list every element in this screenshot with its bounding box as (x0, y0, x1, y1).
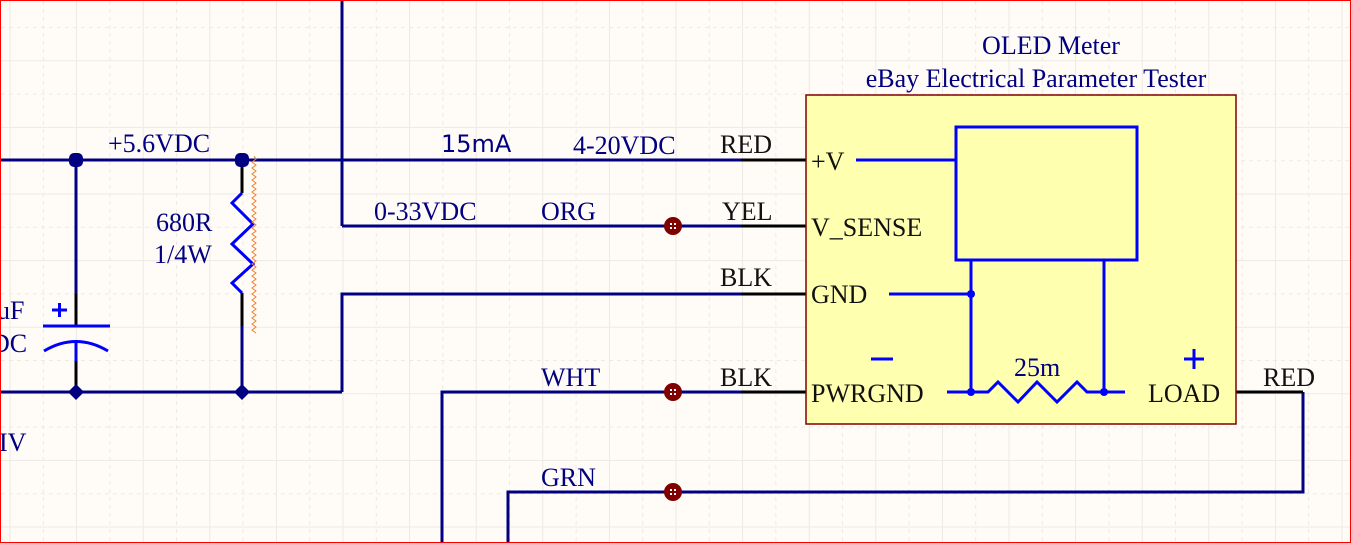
net-label-grn: GRN (541, 463, 596, 492)
resistor-zigzag-icon (229, 191, 256, 295)
display-block (954, 125, 1139, 262)
probe-marker-org[interactable] (664, 217, 682, 235)
resistor-value-label: 680R (156, 208, 213, 237)
oled-meter-component[interactable]: OLED Meter eBay Electrical Parameter Tes… (805, 31, 1237, 425)
net-label-current: 15mA (441, 130, 512, 158)
supply-bus[interactable] (1, 158, 741, 394)
pin-name-v: +V (811, 147, 845, 176)
component-title: OLED Meter (982, 31, 1120, 60)
capacitor[interactable]: uF DC (1, 160, 110, 392)
net-label-sense-range: 0-33VDC (374, 197, 477, 226)
wire-color-label-blk-gnd: BLK (720, 263, 772, 292)
wire-color-label-red-load: RED (1263, 363, 1315, 392)
wire-gnd[interactable] (340, 292, 741, 392)
junction-dot (967, 388, 975, 396)
probe-marker-wht[interactable] (664, 383, 682, 401)
resistor-680r[interactable]: 680R 1/4W (154, 155, 257, 392)
junction-dot (1100, 388, 1108, 396)
junction-dot (235, 153, 249, 167)
pin-name-load: LOAD (1148, 379, 1220, 408)
pin-name-gnd: GND (811, 280, 867, 309)
selection-highlight-wavy (251, 155, 257, 334)
net-label-org: ORG (541, 197, 596, 226)
pin-name-pwrgnd: PWRGND (811, 379, 924, 408)
pin-name-v-sense: V_SENSE (811, 213, 922, 242)
shunt-resistor-icon (947, 379, 1125, 405)
net-label-wht: WHT (541, 363, 600, 392)
cap-voltage-label: DC (1, 329, 27, 358)
wire-color-label-blk-pwrgnd: BLK (720, 363, 772, 392)
plus-icon (52, 303, 67, 317)
cap-value-label: uF (1, 296, 24, 325)
resistor-power-label: 1/4W (154, 240, 212, 269)
net-label-supply: +5.6VDC (108, 129, 210, 158)
probe-marker-grn[interactable] (664, 483, 682, 501)
junction-dot (234, 384, 250, 400)
pin-leads (741, 158, 1303, 394)
probe-markers[interactable] (664, 217, 682, 501)
wire-wht[interactable] (440, 390, 741, 543)
junctions (68, 153, 250, 400)
junction-dot (69, 153, 83, 167)
wire-grn[interactable] (506, 392, 1305, 543)
wire-color-label-red: RED (720, 130, 772, 159)
component-subtitle: eBay Electrical Parameter Tester (866, 64, 1207, 93)
partial-label-bottom-left: IV (1, 428, 27, 457)
wire-color-label-yel: YEL (722, 197, 773, 226)
junction-dot (967, 290, 975, 298)
plus-icon (1184, 349, 1204, 369)
net-label-loop-voltage: 4-20VDC (573, 131, 676, 160)
shunt-value-label: 25m (1014, 353, 1060, 382)
junction-dot (68, 384, 84, 400)
